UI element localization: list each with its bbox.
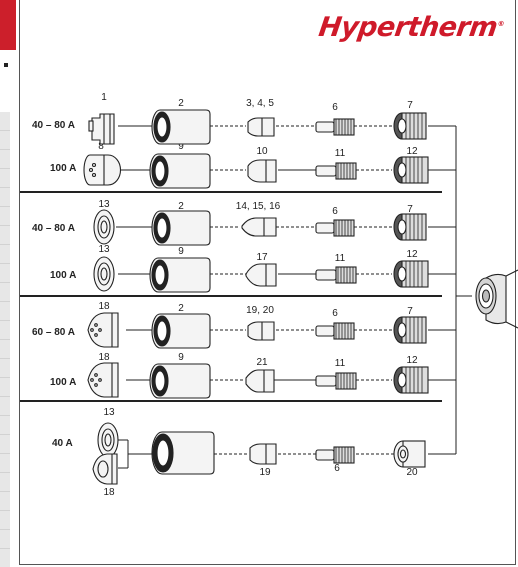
part-number: 11 bbox=[334, 358, 346, 369]
row-label-g2r2: 100 A bbox=[50, 270, 77, 281]
swirl-ring-icon bbox=[393, 112, 427, 140]
row-label-g3r1: 60 – 80 A bbox=[32, 327, 75, 338]
part-number: 9 bbox=[178, 352, 184, 363]
part-number: 19 bbox=[259, 467, 271, 478]
nozzle-part-icon bbox=[247, 321, 275, 341]
electrode-part-icon bbox=[315, 118, 355, 136]
row-label-g3r2: 100 A bbox=[50, 377, 77, 388]
swirl-ring-icon bbox=[393, 316, 427, 344]
electrode-part-icon bbox=[315, 446, 355, 464]
part-number: 18 bbox=[98, 352, 110, 363]
swirl-ring-icon bbox=[393, 260, 429, 288]
row-label-g1r2: 100 A bbox=[50, 163, 77, 174]
retaining-cap-icon bbox=[151, 109, 211, 145]
retaining-cap-icon bbox=[97, 422, 119, 458]
shield-part-icon bbox=[87, 362, 119, 398]
part-number: 11 bbox=[334, 148, 346, 159]
row-label-g1r1: 40 – 80 A bbox=[32, 120, 75, 131]
page-tab-marker bbox=[0, 0, 16, 50]
shield-part-icon bbox=[88, 113, 115, 145]
part-number: 12 bbox=[406, 146, 418, 157]
retaining-cap-icon bbox=[151, 210, 211, 246]
electrode-part-icon bbox=[315, 266, 357, 284]
nozzle-part-icon bbox=[241, 217, 277, 237]
nozzle-part-icon bbox=[249, 443, 277, 465]
nozzle-part-icon bbox=[245, 263, 277, 287]
shield-part-icon bbox=[92, 453, 118, 485]
part-number: 12 bbox=[406, 355, 418, 366]
part-number: 7 bbox=[407, 204, 413, 215]
swirl-ring-icon bbox=[393, 440, 426, 468]
part-number: 18 bbox=[98, 301, 110, 312]
part-number: 13 bbox=[98, 244, 110, 255]
part-number: 17 bbox=[256, 252, 268, 263]
part-number: 8 bbox=[98, 141, 104, 152]
retaining-cap-icon bbox=[151, 313, 211, 349]
group-divider-3 bbox=[20, 400, 442, 402]
retaining-cap-icon bbox=[149, 153, 211, 189]
part-number: 10 bbox=[256, 146, 268, 157]
part-number: 7 bbox=[407, 306, 413, 317]
torch-head-icon bbox=[475, 269, 518, 329]
part-number: 20 bbox=[406, 467, 418, 478]
part-number: 2 bbox=[178, 201, 184, 212]
part-number: 13 bbox=[98, 199, 110, 210]
nozzle-part-icon bbox=[247, 159, 277, 183]
part-number: 7 bbox=[407, 100, 413, 111]
part-number: 9 bbox=[178, 141, 184, 152]
part-number: 3, 4, 5 bbox=[246, 98, 274, 109]
part-number: 14, 15, 16 bbox=[235, 201, 281, 212]
group-divider-2 bbox=[20, 295, 442, 297]
part-number: 19, 20 bbox=[246, 305, 274, 316]
electrode-part-icon bbox=[315, 162, 357, 180]
electrode-part-icon bbox=[315, 322, 355, 340]
row-label-g2r1: 40 – 80 A bbox=[32, 223, 75, 234]
part-number: 13 bbox=[103, 407, 115, 418]
swirl-ring-icon bbox=[393, 213, 427, 241]
shield-part-icon bbox=[87, 312, 119, 348]
part-number: 18 bbox=[103, 487, 115, 498]
part-number: 9 bbox=[178, 246, 184, 257]
nozzle-part-icon bbox=[245, 369, 275, 393]
electrode-part-icon bbox=[315, 219, 355, 237]
swirl-ring-icon bbox=[393, 156, 429, 184]
retaining-cap-icon bbox=[149, 363, 211, 399]
nozzle-part-icon bbox=[247, 117, 275, 137]
retaining-cap-icon bbox=[93, 256, 115, 292]
shield-part-icon bbox=[83, 154, 121, 186]
part-number: 6 bbox=[332, 308, 338, 319]
page-edge-strip bbox=[0, 112, 10, 567]
part-number: 2 bbox=[178, 98, 184, 109]
part-number: 6 bbox=[332, 102, 338, 113]
part-number: 21 bbox=[256, 357, 268, 368]
swirl-ring-icon bbox=[393, 366, 429, 394]
part-number: 6 bbox=[334, 463, 340, 474]
part-number: 12 bbox=[406, 249, 418, 260]
part-number: 1 bbox=[101, 92, 107, 103]
row-label-g4r1: 40 A bbox=[52, 438, 73, 449]
part-number: 6 bbox=[332, 206, 338, 217]
part-number: 2 bbox=[178, 303, 184, 314]
retaining-cap-icon bbox=[151, 431, 215, 475]
electrode-part-icon bbox=[315, 372, 357, 390]
group-divider-1 bbox=[20, 191, 442, 193]
retaining-cap-icon bbox=[93, 209, 115, 245]
part-number: 11 bbox=[334, 253, 346, 264]
page-edge-mark bbox=[4, 63, 8, 67]
retaining-cap-icon bbox=[149, 257, 211, 293]
